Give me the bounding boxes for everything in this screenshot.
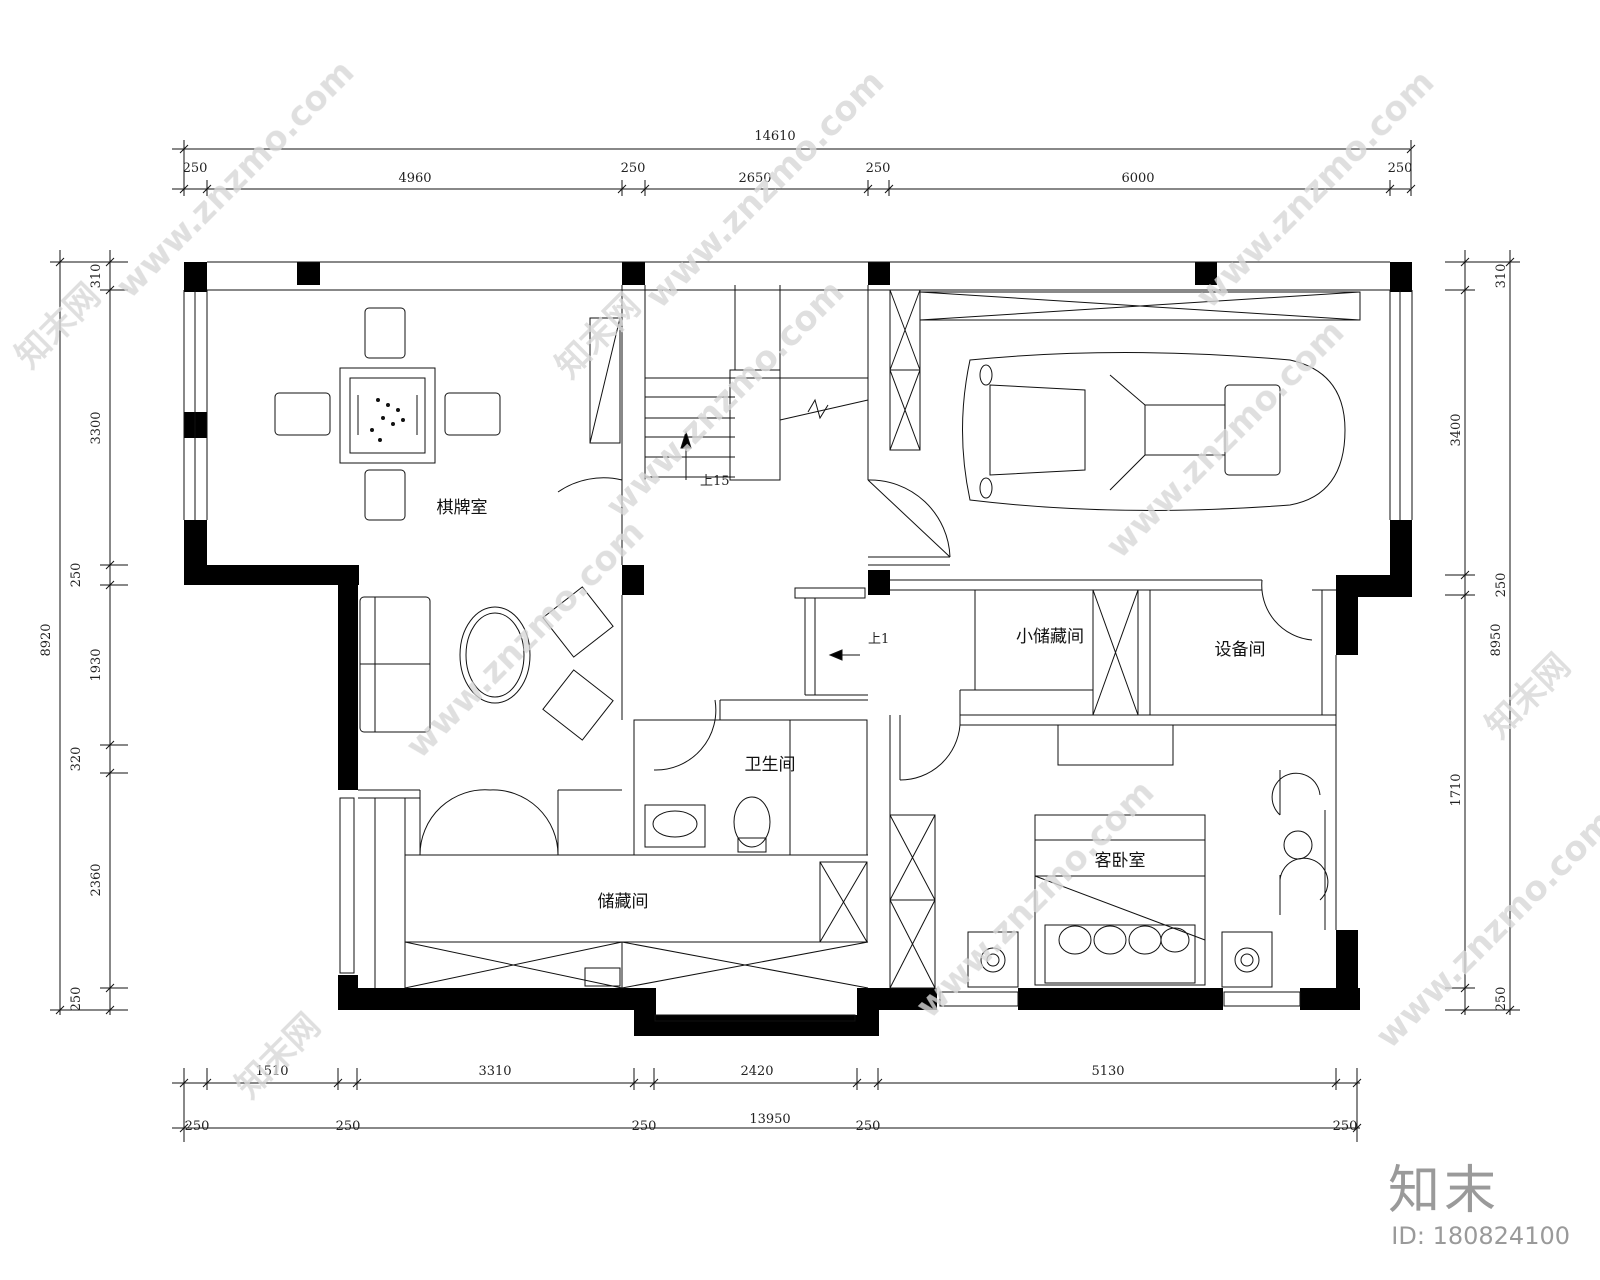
right-dim-2: 3400	[1449, 413, 1464, 446]
room-label-bathroom: 卫生间	[745, 755, 796, 775]
brand-id: ID: 180824100	[1391, 1222, 1570, 1250]
bottom-total-dim: 13950	[749, 1112, 790, 1127]
watermark-cn-3: 知末网	[1478, 646, 1578, 746]
left-dim-7: 250	[69, 987, 84, 1012]
bottom-dim-r2-3: 250	[632, 1119, 657, 1134]
brand-logo: 知末	[1387, 1161, 1500, 1221]
bottom-dim-r2-5: 250	[1333, 1119, 1358, 1134]
watermark-cn-4: 知末网	[228, 1006, 328, 1106]
left-dim-1: 310	[89, 264, 104, 289]
top-dim-2: 4960	[398, 171, 431, 186]
stair-label: 上15	[700, 474, 730, 489]
watermark-cn-1: 知末网	[8, 276, 108, 376]
watermark-cn-2: 知末网	[548, 286, 648, 386]
left-dim-6: 2360	[89, 863, 104, 896]
top-dim-3: 250	[621, 161, 646, 176]
watermark-6: www.znzmo.com	[398, 512, 652, 766]
right-dim-3: 250	[1494, 573, 1509, 598]
left-dim-3: 250	[69, 563, 84, 588]
room-label-chess: 棋牌室	[437, 498, 488, 518]
top-dim-7: 250	[1388, 161, 1413, 176]
lounge-furniture	[359, 586, 614, 741]
top-dim-6: 6000	[1121, 171, 1154, 186]
bottom-dim-r2-2: 250	[336, 1119, 361, 1134]
bottom-dim-4: 5130	[1091, 1064, 1124, 1079]
watermark-4: www.znzmo.com	[1098, 312, 1352, 566]
stair-label-2: 上1	[868, 632, 889, 647]
bottom-dim-r2-4: 250	[856, 1119, 881, 1134]
right-dimensions: 8950 310 3400 250 1710 250	[1445, 250, 1520, 1015]
right-dim-1: 310	[1494, 264, 1509, 289]
bottom-dim-r2-1: 250	[185, 1119, 210, 1134]
top-dim-4: 2650	[738, 171, 771, 186]
left-dim-4: 1930	[89, 648, 104, 681]
room-label-small-storage: 小储藏间	[1016, 627, 1084, 647]
watermark-1: www.znzmo.com	[108, 52, 362, 306]
top-total-dim: 14610	[754, 129, 795, 144]
room-label-guest-bedroom: 客卧室	[1095, 851, 1146, 871]
top-dimensions: 14610 250 4960 250 2650 250 6000 250	[172, 129, 1416, 196]
left-dimensions: 8920 310 3300 250 1930 320 2360 250	[39, 250, 128, 1015]
bathroom-fixtures	[644, 796, 771, 853]
room-label-equipment: 设备间	[1215, 640, 1266, 660]
left-dim-2: 3300	[89, 411, 104, 444]
car	[962, 352, 1346, 511]
bottom-dim-1: 1510	[255, 1064, 288, 1079]
left-dim-5: 320	[69, 747, 84, 772]
bottom-dimensions: 1510 3310 2420 5130 13950 250 250 250 25…	[172, 1064, 1362, 1142]
top-dim-1: 250	[183, 161, 208, 176]
right-dim-5: 250	[1494, 987, 1509, 1012]
bottom-dim-3: 2420	[740, 1064, 773, 1079]
right-dim-4: 1710	[1449, 773, 1464, 806]
thin-walls	[183, 261, 1413, 1022]
right-total-dim: 8950	[1489, 623, 1504, 656]
watermark-8: www.znzmo.com	[1368, 802, 1600, 1056]
room-label-storage: 储藏间	[598, 892, 649, 912]
mahjong-table	[274, 307, 501, 521]
bedroom-furniture	[967, 770, 1329, 988]
bottom-dim-2: 3310	[478, 1064, 511, 1079]
left-total-dim: 8920	[39, 623, 54, 656]
top-dim-5: 250	[866, 161, 891, 176]
